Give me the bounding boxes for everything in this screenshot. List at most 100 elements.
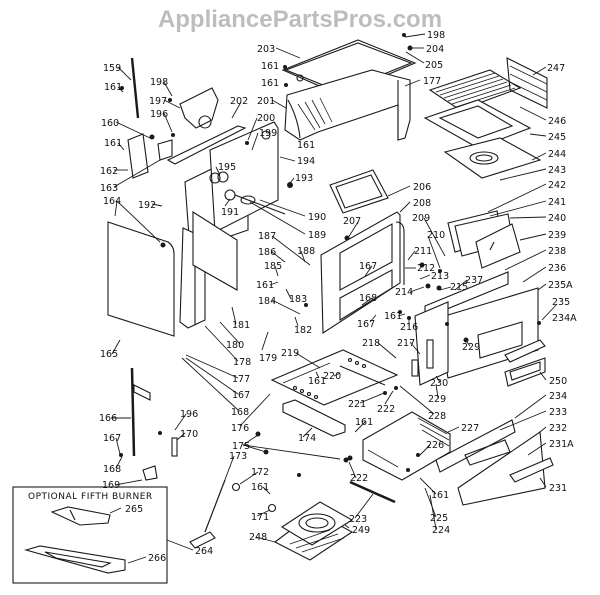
part-number-label-204[interactable]: 204 bbox=[426, 44, 445, 55]
part-number-label-244[interactable]: 244 bbox=[548, 149, 567, 160]
part-number-label-190[interactable]: 190 bbox=[308, 212, 327, 223]
part-number-label-215[interactable]: 215 bbox=[450, 282, 469, 293]
part-number-label-162[interactable]: 162 bbox=[100, 166, 119, 177]
part-number-label-161f[interactable]: 161 bbox=[256, 280, 275, 291]
broiler-drawer-panel-part[interactable] bbox=[435, 419, 554, 506]
part-number-label-224[interactable]: 224 bbox=[432, 525, 451, 536]
part-number-label-217[interactable]: 217 bbox=[397, 338, 416, 349]
part-number-label-180[interactable]: 180 bbox=[226, 340, 245, 351]
part-number-label-181[interactable]: 181 bbox=[232, 320, 251, 331]
part-number-label-193[interactable]: 193 bbox=[295, 173, 314, 184]
part-number-label-242[interactable]: 242 bbox=[548, 180, 567, 191]
part-number-label-243[interactable]: 243 bbox=[548, 165, 567, 176]
part-number-label-214[interactable]: 214 bbox=[395, 287, 414, 298]
part-number-label-182[interactable]: 182 bbox=[294, 325, 313, 336]
part-number-label-161d[interactable]: 161 bbox=[104, 138, 123, 149]
control-rod-part[interactable] bbox=[130, 57, 140, 119]
part-number-label-167a[interactable]: 167 bbox=[359, 261, 378, 272]
part-number-label-219[interactable]: 219 bbox=[281, 348, 300, 359]
part-number-label-228[interactable]: 228 bbox=[428, 411, 447, 422]
side-rack-part[interactable] bbox=[506, 57, 548, 109]
part-number-label-165[interactable]: 165 bbox=[100, 349, 119, 360]
part-number-label-167c[interactable]: 167 bbox=[232, 390, 251, 401]
part-number-label-232[interactable]: 232 bbox=[549, 423, 568, 434]
part-number-label-189[interactable]: 189 bbox=[308, 230, 327, 241]
part-number-label-231A[interactable]: 231A bbox=[549, 439, 574, 450]
part-number-label-226[interactable]: 226 bbox=[426, 440, 445, 451]
part-number-label-198a[interactable]: 198 bbox=[427, 30, 446, 41]
burner-grate-part[interactable] bbox=[273, 501, 354, 561]
part-number-label-186[interactable]: 186 bbox=[258, 247, 277, 258]
broiler-door-window-part[interactable] bbox=[504, 357, 546, 387]
broiler-pan-part[interactable] bbox=[423, 99, 542, 179]
part-number-label-206[interactable]: 206 bbox=[413, 182, 432, 193]
part-number-label-161k[interactable]: 161 bbox=[431, 490, 450, 501]
part-number-label-184[interactable]: 184 bbox=[258, 296, 277, 307]
part-number-label-187[interactable]: 187 bbox=[258, 231, 277, 242]
part-number-label-209[interactable]: 209 bbox=[412, 213, 431, 224]
part-number-label-239[interactable]: 239 bbox=[548, 230, 567, 241]
part-number-label-237[interactable]: 237 bbox=[465, 275, 484, 286]
part-number-label-175a[interactable]: 175 bbox=[232, 441, 251, 452]
part-number-label-233[interactable]: 233 bbox=[549, 407, 568, 418]
part-number-label-250[interactable]: 250 bbox=[549, 376, 568, 387]
part-number-label-212[interactable]: 212 bbox=[417, 263, 436, 274]
part-number-label-245[interactable]: 245 bbox=[548, 132, 567, 143]
part-number-label-235[interactable]: 235 bbox=[552, 297, 571, 308]
part-number-label-240[interactable]: 240 bbox=[548, 213, 567, 224]
part-number-label-169[interactable]: 169 bbox=[102, 480, 121, 491]
part-number-label-194[interactable]: 194 bbox=[297, 156, 316, 167]
part-number-label-210[interactable]: 210 bbox=[427, 230, 446, 241]
part-number-label-161j[interactable]: 161 bbox=[251, 482, 270, 493]
part-number-label-246[interactable]: 246 bbox=[548, 116, 567, 127]
part-number-label-264[interactable]: 264 bbox=[195, 546, 214, 557]
part-number-label-192[interactable]: 192 bbox=[138, 200, 157, 211]
part-number-label-161i[interactable]: 161 bbox=[355, 417, 374, 428]
part-number-label-161a[interactable]: 161 bbox=[261, 61, 280, 72]
drawer-rail-part[interactable] bbox=[349, 480, 396, 504]
part-number-label-200[interactable]: 200 bbox=[257, 113, 276, 124]
part-number-label-176[interactable]: 176 bbox=[231, 423, 250, 434]
part-number-label-234A[interactable]: 234A bbox=[552, 313, 577, 324]
part-number-label-195[interactable]: 195 bbox=[218, 162, 237, 173]
part-number-label-205[interactable]: 205 bbox=[425, 60, 444, 71]
leg-bracket-part[interactable] bbox=[130, 367, 158, 481]
part-number-label-201[interactable]: 201 bbox=[257, 96, 276, 107]
door-hinge-part[interactable] bbox=[411, 339, 434, 377]
part-number-label-222a[interactable]: 222 bbox=[377, 404, 396, 415]
window-gasket-part[interactable] bbox=[329, 169, 389, 214]
part-number-label-167d[interactable]: 167 bbox=[103, 433, 122, 444]
part-number-label-168b[interactable]: 168 bbox=[231, 407, 250, 418]
part-number-label-161g[interactable]: 161 bbox=[384, 311, 403, 322]
part-number-label-221a[interactable]: 221 bbox=[348, 399, 367, 410]
part-number-label-197[interactable]: 197 bbox=[149, 96, 168, 107]
part-number-label-159[interactable]: 159 bbox=[103, 63, 122, 74]
leveling-leg-part[interactable] bbox=[171, 437, 178, 457]
part-number-label-198b[interactable]: 198 bbox=[150, 77, 169, 88]
part-number-label-199[interactable]: 199 bbox=[259, 128, 278, 139]
part-number-label-179[interactable]: 179 bbox=[259, 353, 278, 364]
part-number-label-161b[interactable]: 161 bbox=[104, 82, 123, 93]
part-number-label-231[interactable]: 231 bbox=[549, 483, 568, 494]
door-handle-part[interactable] bbox=[504, 339, 546, 363]
part-number-label-218[interactable]: 218 bbox=[362, 338, 381, 349]
part-number-label-170[interactable]: 170 bbox=[180, 429, 199, 440]
part-number-label-196b[interactable]: 196 bbox=[180, 409, 199, 420]
rear-panel-part[interactable] bbox=[192, 210, 238, 291]
part-number-label-234[interactable]: 234 bbox=[549, 391, 568, 402]
part-number-label-183[interactable]: 183 bbox=[289, 294, 308, 305]
part-number-label-223[interactable]: 223 bbox=[349, 514, 368, 525]
part-number-label-168c[interactable]: 168 bbox=[103, 464, 122, 475]
part-number-label-229b[interactable]: 229 bbox=[428, 394, 447, 405]
part-number-label-167b[interactable]: 167 bbox=[357, 319, 376, 330]
part-number-label-249[interactable]: 249 bbox=[352, 525, 371, 536]
part-number-label-247[interactable]: 247 bbox=[547, 63, 566, 74]
part-number-label-225[interactable]: 225 bbox=[430, 513, 449, 524]
part-number-label-178[interactable]: 178 bbox=[233, 357, 252, 368]
part-number-label-172[interactable]: 172 bbox=[251, 467, 270, 478]
gas-valve-part[interactable] bbox=[231, 482, 277, 513]
part-number-label-216[interactable]: 216 bbox=[400, 322, 419, 333]
part-number-label-177a[interactable]: 177 bbox=[423, 76, 442, 87]
broiler-drawer-part[interactable] bbox=[362, 411, 451, 481]
part-number-label-229a[interactable]: 229 bbox=[462, 342, 481, 353]
